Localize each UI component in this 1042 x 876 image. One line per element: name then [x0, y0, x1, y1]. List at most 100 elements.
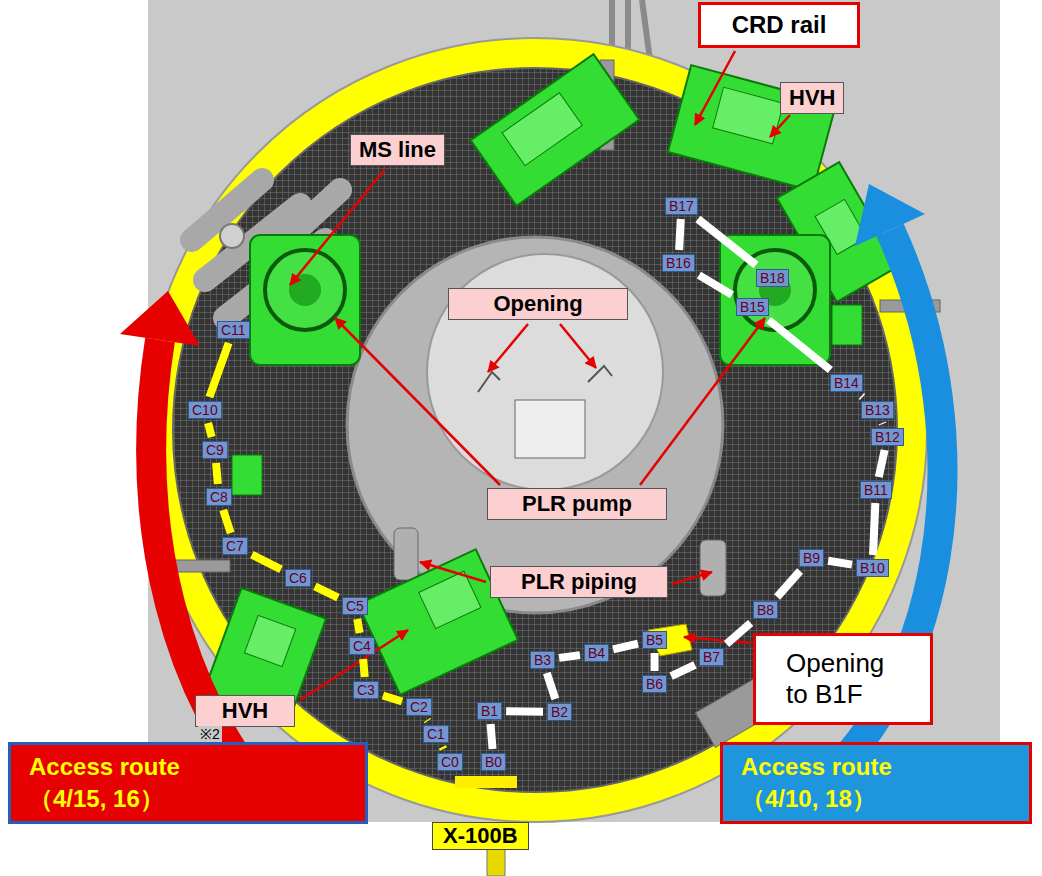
route-point: B13	[861, 401, 894, 419]
node-text: Access route （4/15, 16）	[29, 751, 229, 815]
node-text: Opening	[457, 290, 619, 318]
node-text: B5	[646, 632, 663, 648]
node-text: C3	[357, 682, 375, 698]
route-segment	[491, 724, 493, 749]
route-segment	[861, 396, 862, 397]
route-point: B1	[477, 702, 502, 720]
node-text: C2	[410, 699, 428, 715]
node-text: B1	[481, 703, 498, 719]
route-segment	[873, 503, 875, 555]
node-text: MS line	[359, 136, 436, 164]
node-text: HVH	[789, 84, 835, 112]
node-text: B8	[757, 602, 774, 618]
route-point: B10	[856, 559, 889, 577]
node-text: B6	[646, 676, 663, 692]
route-segment	[679, 219, 681, 250]
route-point: B8	[753, 601, 778, 619]
node-text: B12	[875, 429, 900, 445]
route-segment	[252, 555, 281, 570]
route-legend-box: Access route （4/10, 18）	[720, 742, 1032, 824]
node-text: Opening to B1F	[786, 648, 900, 710]
node-text: B3	[534, 652, 551, 668]
opening-mark	[588, 366, 612, 382]
node-text: C8	[210, 489, 228, 505]
route-segment	[547, 673, 556, 699]
callout-box: PLR pump	[487, 488, 667, 520]
node-text: B0	[485, 754, 502, 770]
node-text: C7	[226, 538, 244, 554]
route-point: C3	[353, 681, 379, 699]
node-text: X-100B	[443, 823, 518, 849]
route-segment	[879, 450, 885, 477]
pedestal-box	[515, 400, 585, 458]
route-segment	[223, 510, 231, 533]
plr-pump	[232, 235, 862, 495]
route-segment	[363, 659, 365, 677]
x100b-penetration	[487, 848, 505, 876]
node-text: B7	[703, 649, 720, 665]
node-text: B16	[666, 255, 691, 271]
penetration-label: X-100B	[432, 822, 529, 850]
entry-patch	[455, 776, 517, 788]
route-arc-head	[120, 291, 200, 346]
node-text: C0	[441, 754, 459, 770]
node-text: B18	[760, 270, 785, 286]
route-point: B3	[530, 651, 555, 669]
route-point: B5	[642, 631, 667, 649]
route-segment	[506, 711, 543, 713]
callout-box: Opening	[448, 288, 628, 320]
route-segment	[427, 720, 429, 721]
route-point: B18	[756, 269, 789, 287]
callout-box: PLR piping	[490, 566, 668, 598]
route-segment	[654, 653, 655, 671]
route-point: B4	[584, 644, 609, 662]
node-text: C6	[289, 570, 307, 586]
callout-box: HVH	[195, 695, 295, 727]
route-segment	[613, 644, 638, 650]
node-text: CRD rail	[715, 7, 843, 43]
node-text: C10	[192, 402, 218, 418]
node-text: C5	[346, 598, 364, 614]
route-point: B9	[799, 549, 824, 567]
route-point: C8	[206, 488, 232, 506]
node-text: C4	[353, 638, 371, 654]
pedestal	[347, 237, 723, 613]
node-text: C11	[221, 322, 246, 338]
route-segment	[698, 219, 756, 265]
route-segment	[828, 561, 852, 565]
leader-lines	[290, 51, 790, 700]
route-point: C11	[217, 321, 250, 339]
node-text: B4	[588, 645, 605, 661]
route-segment	[442, 747, 443, 749]
route-point: C2	[406, 698, 432, 716]
node-text: B11	[864, 482, 888, 498]
route-segment	[383, 695, 402, 701]
footnote-mark: ※2	[198, 726, 222, 742]
route-point: B12	[871, 428, 904, 446]
route-segment	[671, 665, 695, 676]
route-arc-red	[151, 340, 270, 800]
opening-mark	[478, 372, 500, 392]
route-segment	[777, 571, 800, 597]
node-text: B14	[834, 375, 859, 391]
route-point: C1	[423, 725, 449, 743]
node-text: B15	[740, 299, 765, 315]
route-point: C9	[202, 441, 228, 459]
node-text: C1	[427, 726, 445, 742]
route-segment	[216, 463, 218, 484]
route-point: C6	[285, 569, 311, 587]
node-text: B9	[803, 550, 820, 566]
route-point: B6	[642, 675, 667, 693]
route-segment	[882, 423, 883, 424]
node-text: B13	[865, 402, 890, 418]
route-point: B2	[547, 703, 572, 721]
route-point: B0	[481, 753, 506, 771]
route-segment	[559, 655, 580, 658]
node-text: B17	[669, 198, 694, 214]
route-segment	[209, 343, 228, 397]
node-text: HVH	[204, 697, 286, 725]
callout-box: MS line	[350, 134, 445, 166]
route-point: C4	[349, 637, 375, 655]
route-segment	[315, 586, 338, 597]
